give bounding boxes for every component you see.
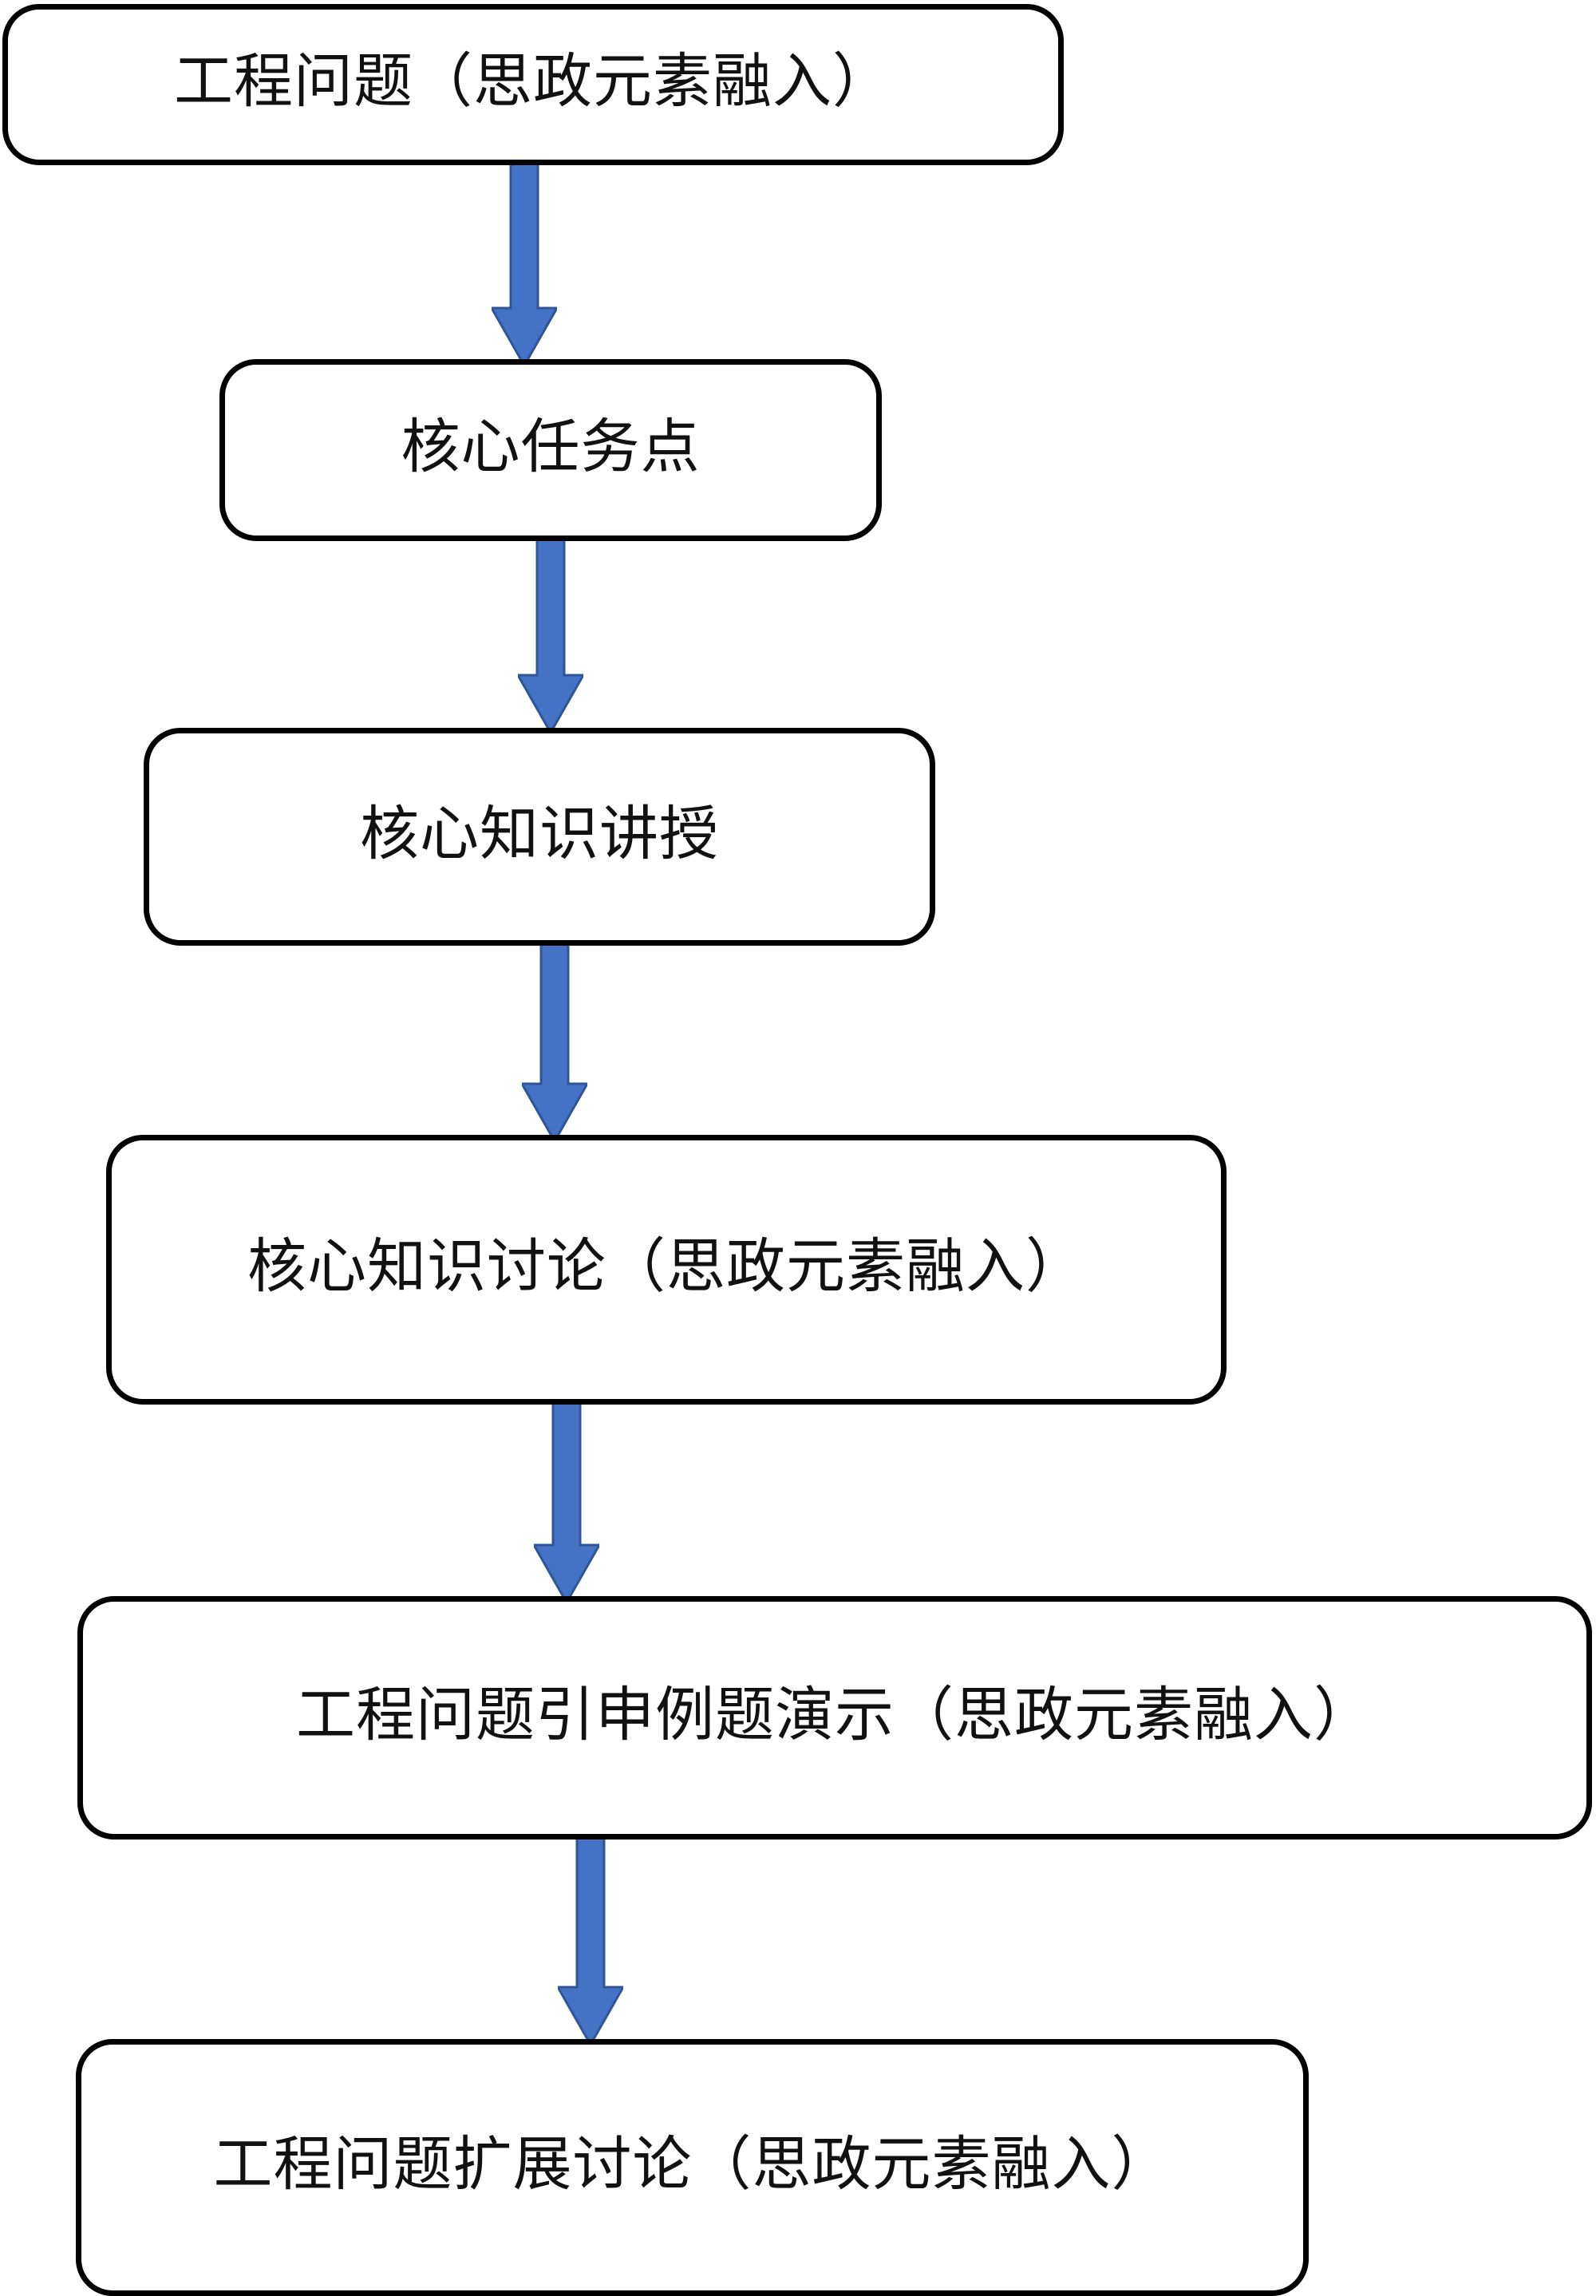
arrow-node2-to-node3	[518, 536, 583, 733]
flow-node-example-demonstration[interactable]: 工程问题引申例题演示（思政元素融入）	[77, 1596, 1592, 1840]
flow-node-label: 核心任务点	[401, 415, 701, 481]
flow-node-label: 工程问题扩展讨论（思政元素融入）	[213, 2132, 1171, 2199]
arrow-node3-to-node4	[522, 942, 587, 1141]
flow-node-label: 工程问题引申例题演示（思政元素融入）	[296, 1682, 1373, 1749]
arrow-node5-to-node6	[558, 1836, 623, 2045]
flow-node-core-knowledge-discussion[interactable]: 核心知识讨论（思政元素融入）	[106, 1135, 1227, 1405]
arrow-node4-to-node5	[534, 1400, 599, 1602]
flow-node-engineering-problem[interactable]: 工程问题（思政元素融入）	[2, 4, 1064, 165]
flow-node-label: 核心知识讲授	[360, 801, 719, 867]
flow-node-core-task-point[interactable]: 核心任务点	[219, 359, 882, 541]
flow-node-core-knowledge-teaching[interactable]: 核心知识讲授	[144, 728, 935, 946]
flow-node-label: 核心知识讨论（思政元素融入）	[247, 1235, 1085, 1301]
flow-node-extended-discussion[interactable]: 工程问题扩展讨论（思政元素融入）	[76, 2039, 1309, 2296]
arrow-node1-to-node2	[492, 160, 557, 366]
flow-node-label: 工程问题（思政元素融入）	[174, 49, 892, 116]
